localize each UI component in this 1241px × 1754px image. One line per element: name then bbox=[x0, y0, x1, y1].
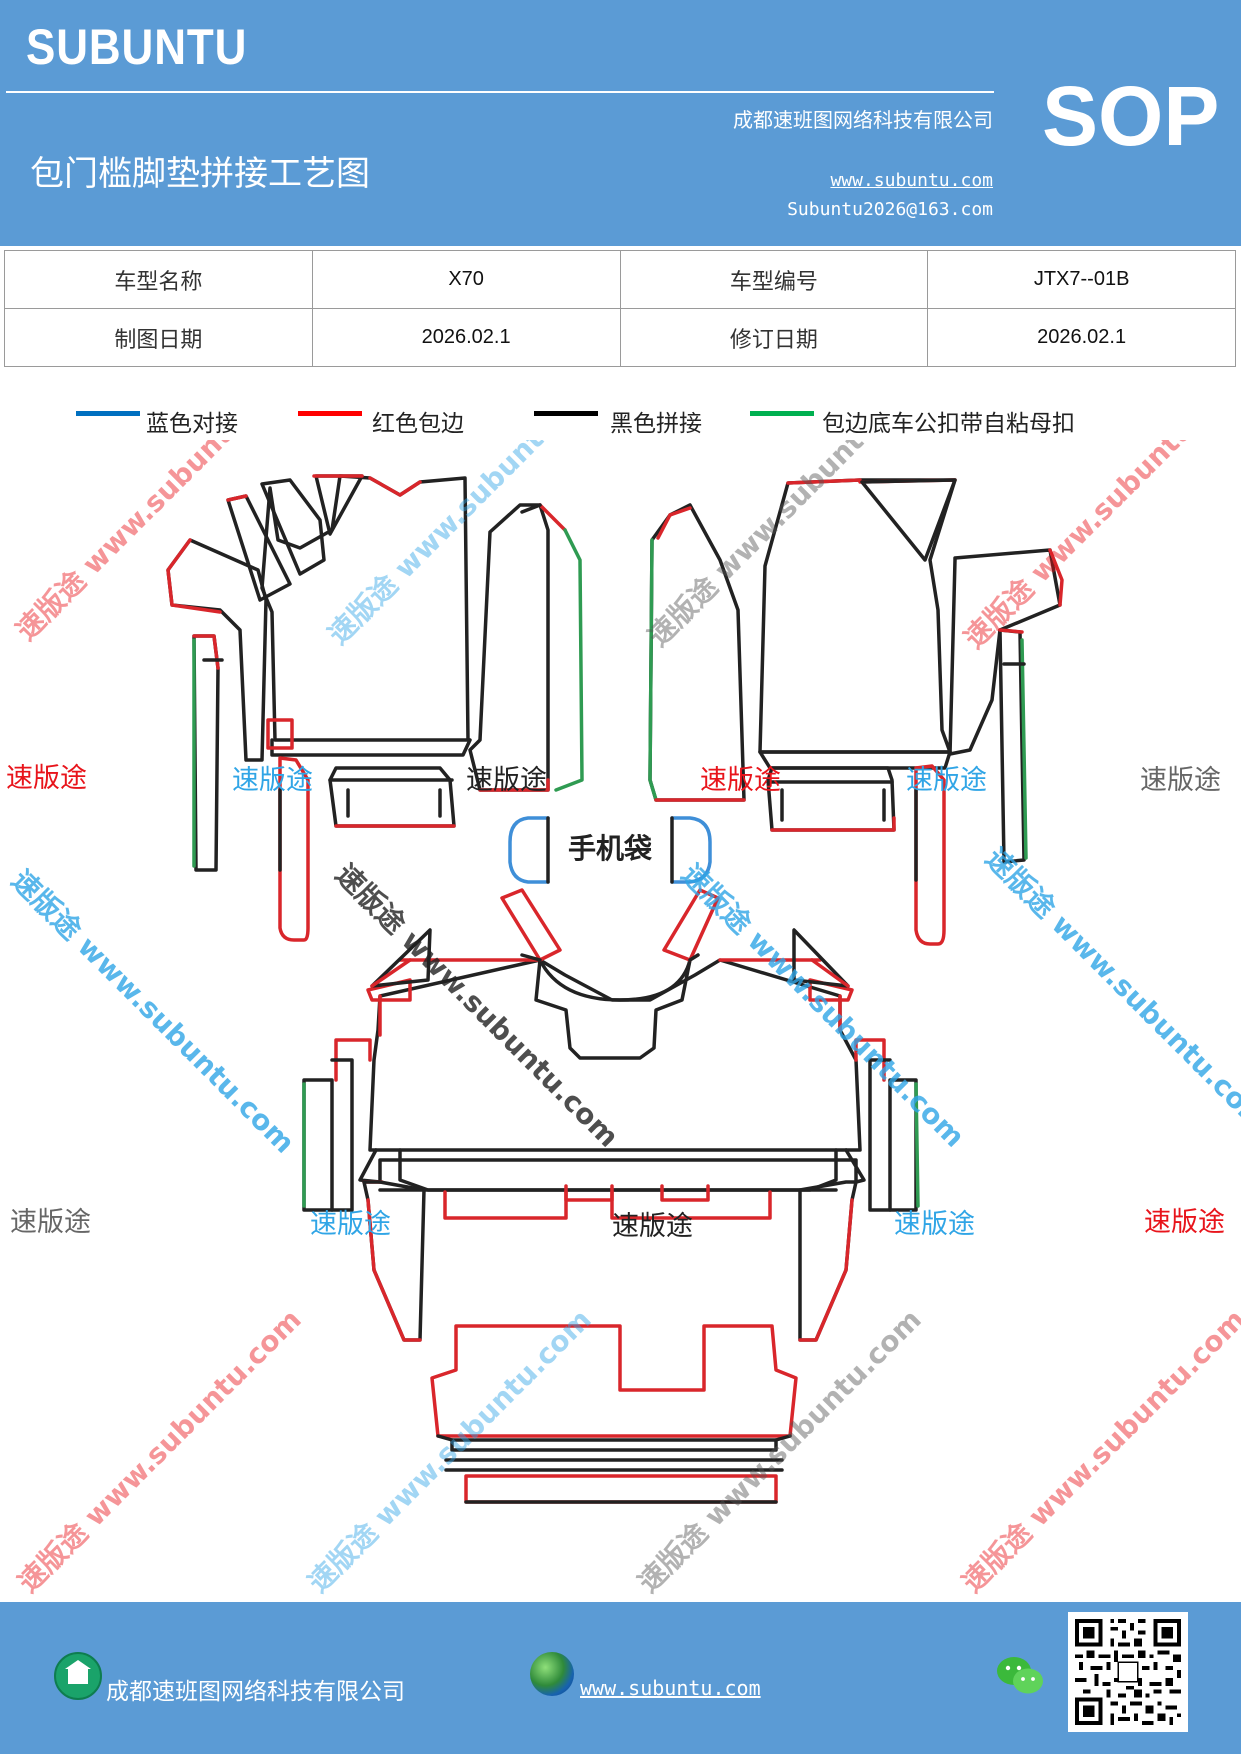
header-banner: SUBUNTU 成都速班图网络科技有限公司 包门槛脚垫拼接工艺图 www.sub… bbox=[0, 0, 1241, 246]
header-website-link[interactable]: www.subuntu.com bbox=[830, 170, 993, 191]
header-divider bbox=[6, 91, 994, 93]
watermark-stamp: 速版途 bbox=[894, 1209, 975, 1240]
table-label-draw-date: 制图日期 bbox=[4, 308, 313, 367]
watermark-stamp: 速版途 bbox=[700, 765, 781, 796]
legend-swatch-blue bbox=[76, 411, 140, 416]
table-label-model-code: 车型编号 bbox=[619, 250, 929, 309]
table-label-model-name: 车型名称 bbox=[4, 250, 313, 309]
watermark-diagonal: 速版途 www.subuntu.com bbox=[675, 858, 971, 1154]
footer-company: 成都速班图网络科技有限公司 bbox=[106, 1679, 405, 1705]
wechat-icon[interactable] bbox=[995, 1654, 1045, 1698]
watermark-stamp: 速版途 bbox=[906, 765, 987, 796]
watermark-diagonal: 速版途 www.subuntu.com bbox=[979, 842, 1241, 1138]
legend-swatch-green bbox=[750, 411, 814, 416]
watermark-stamp: 速版途 bbox=[310, 1209, 391, 1240]
brand-logo: SUBUNTU bbox=[26, 19, 248, 75]
watermark-stamp: 速版途 bbox=[6, 763, 87, 794]
watermark-layer: 速版途 www.subuntu.com 速版途 www.subuntu.com … bbox=[5, 440, 1241, 1599]
legend-label-black: 黑色拼接 bbox=[610, 411, 702, 437]
table-value-model-code: JTX7--01B bbox=[927, 250, 1236, 309]
table-label-revision-date: 修订日期 bbox=[619, 308, 929, 367]
legend-label-red: 红色包边 bbox=[372, 411, 464, 437]
watermark-stamp: 速版途 bbox=[10, 1207, 91, 1238]
table-value-draw-date: 2026.02.1 bbox=[311, 308, 621, 367]
watermark-diagonal: 速版途 www.subuntu.com bbox=[956, 1303, 1241, 1599]
footer-website-link[interactable]: www.subuntu.com bbox=[580, 1676, 761, 1700]
watermark-diagonal: 速版途 www.subuntu.com bbox=[958, 440, 1241, 655]
phone-pocket-label: 手机袋 bbox=[568, 832, 653, 865]
watermark-stamp: 速版途 bbox=[1144, 1207, 1225, 1238]
floor-mat-pattern-diagram: 手机袋 速版途 www.subuntu.com 速版途 www.subuntu.… bbox=[5, 440, 1241, 1599]
mat-piece-center-floor bbox=[302, 888, 920, 1342]
table-row: 车型名称 X70 车型编号 JTX7--01B bbox=[4, 250, 1236, 309]
table-value-model-name: X70 bbox=[311, 250, 621, 309]
watermark-diagonal: 速版途 www.subuntu.com bbox=[10, 440, 306, 647]
legend-swatch-red bbox=[298, 411, 362, 416]
watermark-diagonal: 速版途 www.subuntu.com bbox=[12, 1303, 308, 1599]
watermark-diagonal: 速版途 www.subuntu.com bbox=[642, 440, 938, 653]
watermark-stamp: 速版途 bbox=[466, 765, 547, 796]
color-legend: 蓝色对接 红色包边 黑色拼接 包边底车公扣带自粘母扣 bbox=[0, 400, 1241, 440]
legend-label-green: 包边底车公扣带自粘母扣 bbox=[822, 411, 1075, 437]
watermark-stamp: 速版途 bbox=[612, 1211, 693, 1242]
globe-icon bbox=[530, 1652, 574, 1696]
header-email-link[interactable]: Subuntu2026@163.com bbox=[787, 199, 993, 220]
page-title: 包门槛脚垫拼接工艺图 bbox=[30, 154, 370, 194]
legend-swatch-black bbox=[534, 411, 598, 416]
watermark-stamp: 速版途 bbox=[232, 765, 313, 796]
sop-badge: SOP bbox=[1042, 69, 1220, 163]
mat-piece-upper-left-seat bbox=[166, 474, 584, 942]
mat-piece-rear-floor bbox=[430, 1324, 798, 1504]
qr-code[interactable] bbox=[1068, 1612, 1188, 1732]
phone-pocket-piece bbox=[508, 816, 712, 884]
header-company: 成都速班图网络科技有限公司 bbox=[733, 108, 993, 132]
mat-piece-upper-right-seat bbox=[648, 478, 1064, 946]
table-value-revision-date: 2026.02.1 bbox=[927, 308, 1236, 367]
vehicle-info-table: 车型名称 X70 车型编号 JTX7--01B 制图日期 2026.02.1 修… bbox=[4, 250, 1236, 367]
watermark-diagonal: 速版途 www.subuntu.com bbox=[5, 864, 301, 1160]
table-row: 制图日期 2026.02.1 修订日期 2026.02.1 bbox=[4, 308, 1236, 367]
legend-label-blue: 蓝色对接 bbox=[146, 411, 238, 437]
watermark-stamp: 速版途 bbox=[1140, 765, 1221, 796]
footer-banner: 成都速班图网络科技有限公司 www.subuntu.com bbox=[0, 1602, 1241, 1754]
company-home-icon bbox=[54, 1652, 102, 1700]
